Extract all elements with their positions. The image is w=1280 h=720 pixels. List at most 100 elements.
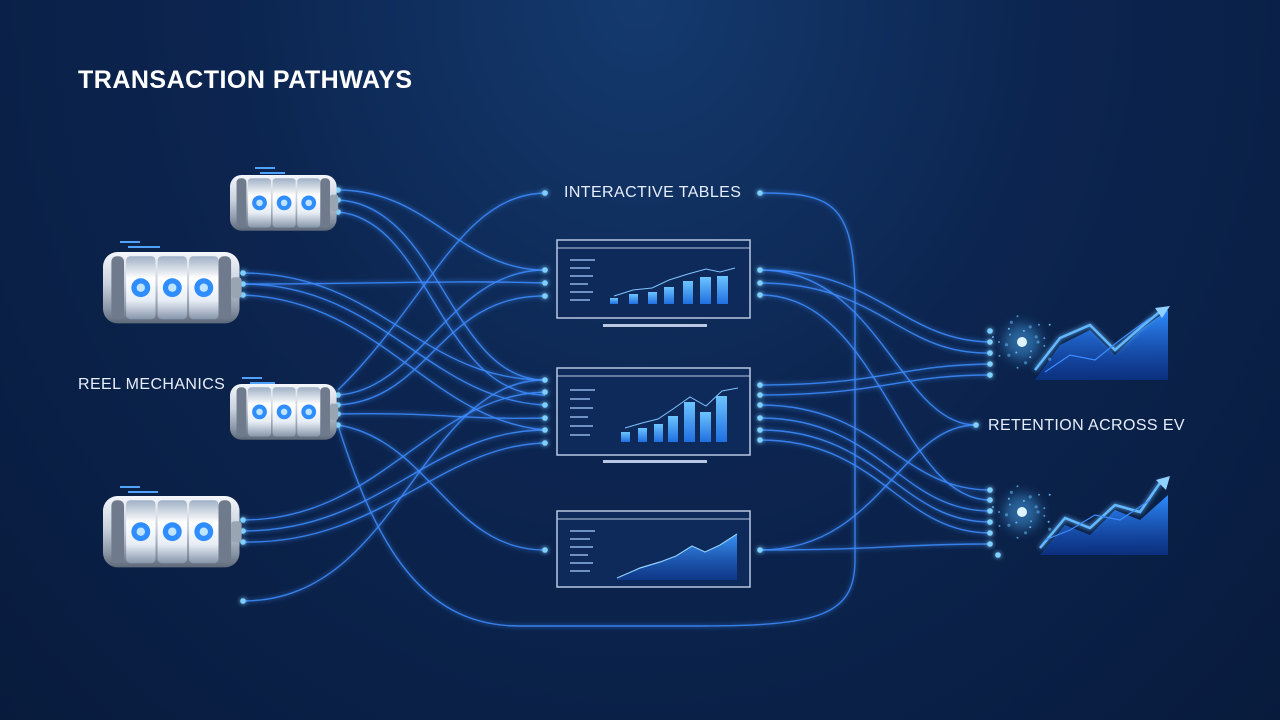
connection-node — [757, 547, 763, 553]
connection-node — [542, 402, 548, 408]
connection-node — [973, 422, 979, 428]
connection-node — [542, 190, 548, 196]
connection-node — [335, 392, 341, 398]
particle — [1028, 325, 1032, 329]
particle — [1004, 513, 1009, 517]
particle — [1022, 329, 1025, 332]
connection-node — [757, 402, 763, 408]
connection-node — [542, 547, 548, 553]
particle — [1048, 493, 1051, 496]
growth-chart-icon — [1004, 476, 1170, 555]
particle — [1007, 353, 1011, 357]
particle — [1024, 531, 1028, 535]
particle — [1043, 514, 1046, 517]
particle — [991, 506, 994, 508]
particle — [998, 524, 1001, 527]
particle — [1016, 485, 1019, 488]
particle — [1024, 361, 1028, 365]
connection-node — [335, 187, 341, 193]
connection-node — [987, 508, 993, 514]
connection-node — [995, 552, 1001, 558]
slot-reel-icon — [230, 175, 339, 231]
slot-reel-icon — [230, 384, 339, 440]
connection-node — [987, 487, 993, 493]
particle — [1048, 323, 1051, 326]
connection-node — [987, 339, 993, 345]
connection-node — [757, 382, 763, 388]
connection-node — [757, 280, 763, 286]
particle — [1028, 495, 1032, 499]
reel-mechanics-label: REEL MECHANICS — [78, 376, 226, 393]
connection-node — [987, 361, 993, 367]
connection-node — [987, 541, 993, 547]
particle — [1043, 337, 1046, 340]
particle — [1029, 526, 1032, 529]
particle-cluster — [987, 315, 1052, 539]
particle — [1007, 497, 1010, 500]
dashboard-chart-icon — [556, 510, 751, 588]
connection-node — [542, 440, 548, 446]
connection-node — [240, 292, 246, 298]
particle — [1043, 344, 1046, 347]
particle — [1022, 499, 1025, 502]
connection-node — [757, 415, 763, 421]
dashboard-chart-icon — [556, 239, 751, 327]
particle — [1047, 350, 1050, 353]
particle — [1048, 357, 1052, 361]
particle — [1038, 493, 1040, 496]
particle — [1038, 323, 1040, 326]
particle — [1034, 335, 1038, 339]
connection-node — [240, 281, 246, 287]
connection-node — [757, 392, 763, 398]
connection-node — [542, 280, 548, 286]
dashboard-chart-icon — [556, 367, 751, 463]
particle — [998, 341, 1000, 343]
connection-node — [542, 293, 548, 299]
connection-node — [542, 415, 548, 421]
particle — [1007, 523, 1011, 527]
connection-node — [240, 517, 246, 523]
particle — [1030, 520, 1033, 523]
connection-node — [542, 267, 548, 273]
connection-node — [240, 270, 246, 276]
particle — [1009, 320, 1014, 324]
particle — [1036, 340, 1040, 344]
particle — [991, 336, 994, 338]
particle — [1009, 490, 1014, 494]
connection-node — [757, 437, 763, 443]
connection-node — [542, 389, 548, 395]
particle — [1034, 505, 1038, 509]
connection-node — [757, 292, 763, 298]
slot-reel-icon — [103, 252, 242, 324]
particle — [987, 328, 991, 332]
connection-node — [542, 377, 548, 383]
particle — [987, 498, 991, 502]
motion-lines — [120, 167, 285, 493]
particle — [1036, 510, 1040, 514]
particle — [1047, 520, 1050, 523]
particle — [1029, 356, 1032, 359]
particle — [1007, 327, 1010, 330]
diagram-title: TRANSACTION PATHWAYS — [78, 66, 413, 94]
connection-node — [240, 539, 246, 545]
connection-lines — [242, 189, 991, 627]
particle — [998, 511, 1000, 513]
connection-node — [240, 598, 246, 604]
connection-node — [542, 427, 548, 433]
particle — [1048, 527, 1052, 531]
connection-node — [757, 267, 763, 273]
particle — [1015, 521, 1018, 524]
growth-chart-icon — [1004, 306, 1170, 380]
particle — [1016, 366, 1019, 369]
connection-node — [335, 422, 341, 428]
particle — [1030, 350, 1033, 353]
particle — [1016, 536, 1019, 539]
connection-node — [987, 372, 993, 378]
particle — [988, 523, 991, 525]
particle — [1004, 343, 1009, 347]
connection-node — [987, 350, 993, 356]
connection-node — [240, 528, 246, 534]
particle — [1016, 315, 1019, 318]
interactive-tables-label: INTERACTIVE TABLES — [564, 184, 742, 201]
